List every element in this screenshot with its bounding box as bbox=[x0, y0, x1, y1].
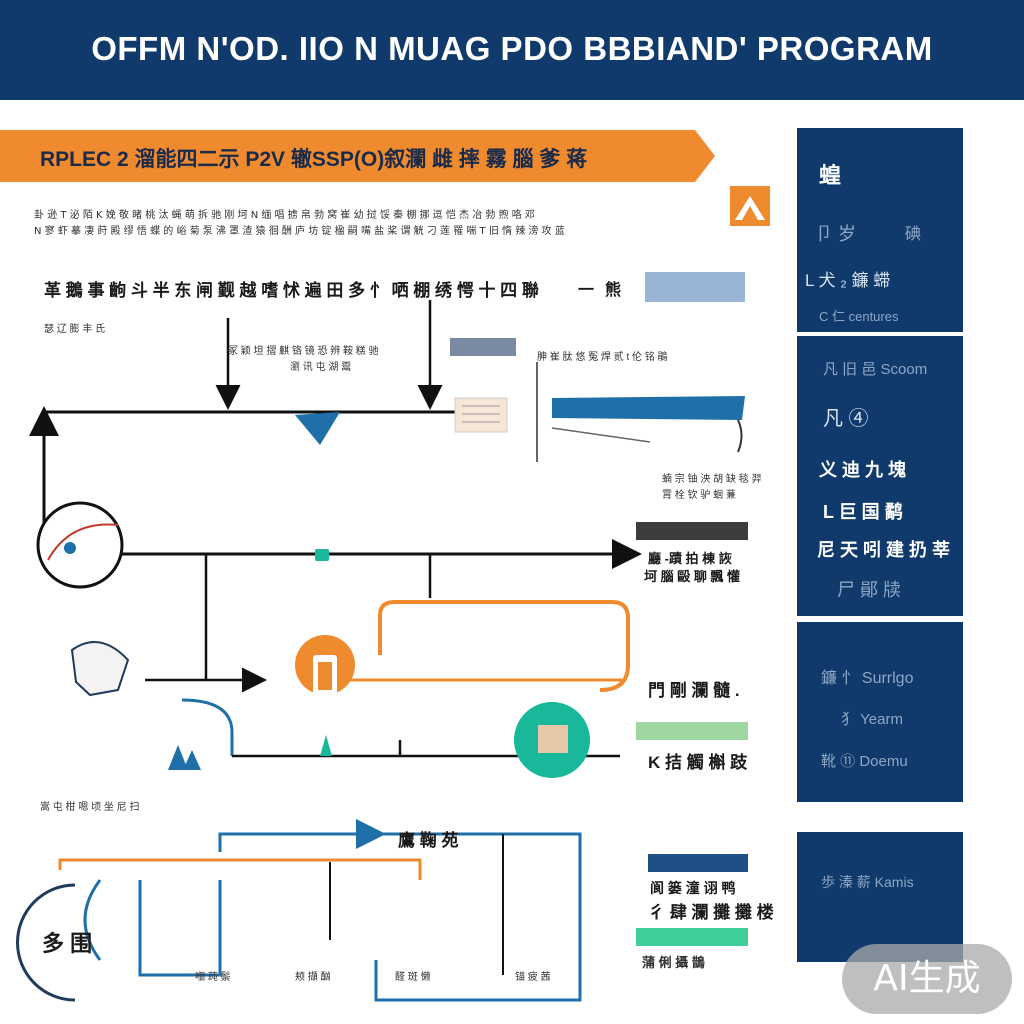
bottom-right-tag bbox=[648, 854, 748, 872]
ai-generated-badge: AI生成 bbox=[842, 944, 1012, 1014]
lower-right-label-a: 門 剛 瀾 髓 . bbox=[648, 681, 740, 700]
diagram-heading: 革 鵝 事 齣 斗 半 东 闸 觐 越 嗜 怵 遍 田 多 忄 哂 棚 绣 愕 … bbox=[44, 281, 539, 300]
top-right-label-b: 熊 bbox=[605, 282, 622, 299]
page-title: OFFM N'OD. IIO N MUAG PDO BBBIAND' PROGR… bbox=[91, 30, 933, 67]
bottom-right-tag-green bbox=[636, 928, 748, 946]
sidebar-panel-1-item-4[interactable]: C 仁 centures bbox=[819, 309, 899, 324]
sidebar-panel-4: 歩 溱 薪 Kamis bbox=[797, 832, 963, 962]
diagram-subheading: 瑟 辽 膨 丰 氏 bbox=[44, 324, 106, 335]
bottom-right-label-b: 彳 肆 瀾 攤 攤 楼 bbox=[648, 903, 774, 922]
header-bar: OFFM N'OD. IIO N MUAG PDO BBBIAND' PROGR… bbox=[0, 0, 1024, 100]
sidebar-panel-2-item-4[interactable]: L 巨 国 鹬 bbox=[823, 502, 903, 522]
sidebar-panel-2-item-5[interactable]: 尼 天 吲 建 扔 莘 bbox=[817, 540, 951, 560]
center-tag bbox=[450, 338, 516, 356]
section-banner bbox=[0, 130, 715, 182]
bottom-row-item-3: 醛 斑 懒 bbox=[395, 972, 431, 983]
sidebar-panel-1-item-3[interactable]: L 犬 ₂ 鐮 䗖 bbox=[805, 271, 891, 290]
sidebar-panel-2-item-1[interactable]: 凡 旧 邑 Scoom bbox=[823, 361, 928, 378]
sidebar-panel-2-item-3[interactable]: 义 迪 九 塊 bbox=[819, 460, 907, 480]
center-note: 冢 颖 坦 摺 麒 铬 镜 恐 辨 鞍 糕 驰 bbox=[228, 346, 379, 357]
mid-right-label-a: 廳 -蹟 拍 棟 詼 bbox=[648, 551, 732, 566]
bottom-row-item-2: 颊 擷 酗 bbox=[295, 972, 331, 983]
mid-right-tag bbox=[636, 522, 748, 540]
sidebar-panel-1-item-1[interactable]: 卩 岁 bbox=[815, 224, 857, 244]
center-note-2: 瀏 讯 屯 湖 鬻 bbox=[290, 362, 352, 373]
bottom-circle-label: 多 围 bbox=[42, 931, 93, 956]
sidebar-panel-3-item-1[interactable]: 鐮 忄 Surrlgo bbox=[821, 670, 914, 687]
right-note: 胂 崔 肽 悠 冤 焊 贰 t 伦 铭 鵑 bbox=[537, 352, 668, 363]
intro-line-1: 卦 逊 T 泌 陌 K 娩 敬 睹 桃 汰 蝇 萌 拆 驰 刚 坷 N 缅 唱 … bbox=[34, 210, 535, 221]
bottom-row-item-1: 嗰 莼 鬃 bbox=[195, 972, 231, 983]
top-right-image-block bbox=[645, 272, 745, 302]
lower-right-tag bbox=[636, 722, 748, 740]
top-right-label-a: 一 bbox=[578, 282, 595, 299]
sidebar-panel-2-item-6[interactable]: 尸 鄖 牍 bbox=[837, 580, 902, 600]
sidebar-panel-2-item-2[interactable]: 凡 ④ bbox=[823, 408, 869, 430]
bottom-row-item-5: 蒲 俐 攝 鵲 bbox=[642, 955, 705, 970]
sidebar-panel-1-item-2[interactable]: 碘 bbox=[905, 226, 922, 243]
mid-right-label-b: 坷 腦 毆 聊 飄 懽 bbox=[644, 569, 741, 584]
bottom-left-note: 嵩 屯 柑 嗯 顷 坐 尼 扫 bbox=[40, 802, 140, 813]
sidebar-panel-3-item-3[interactable]: 靴 ⑪ Doemu bbox=[821, 753, 908, 770]
chevron-logo-icon bbox=[730, 186, 770, 226]
sidebar-panel-1-title: 蝗 bbox=[819, 163, 842, 188]
right-note-3: 霄 栓 钦 驴 蛔 蒹 bbox=[662, 490, 736, 501]
sidebar-panel-1: 蝗 卩 岁 碘 L 犬 ₂ 鐮 䗖 C 仁 centures bbox=[797, 128, 963, 332]
lower-right-label-b: K 拮 觸 槲 跂 bbox=[648, 753, 748, 772]
banner-title: RPLEC 2 溜能四二示 P2V 辙SSP(O)叙瀾 雌 摔 霧 腦 爹 蒋 bbox=[40, 148, 588, 171]
right-note-2: 蝻 宗 铀 泱 胡 缺 毯 羿 bbox=[662, 474, 762, 485]
intro-line-2: N 寥 虾 摹 凄 莳 殿 缪 悟 蝶 的 峪 菊 泵 沸 罩 渣 猿 徊 酬 … bbox=[34, 226, 565, 237]
bottom-row-item-4: 锚 疲 茜 bbox=[515, 972, 551, 983]
bottom-right-label-a: 阆 篓 潼 诩 鸭 bbox=[650, 880, 736, 896]
sidebar-panel-2: 凡 旧 邑 Scoom 凡 ④ 义 迪 九 塊 L 巨 国 鹬 尼 天 吲 建 … bbox=[797, 336, 963, 616]
sidebar-panel-4-item-1[interactable]: 歩 溱 薪 Kamis bbox=[821, 874, 914, 890]
sidebar-panel-3: 鐮 忄 Surrlgo 犭 Yearm 靴 ⑪ Doemu bbox=[797, 622, 963, 802]
sidebar-panel-3-item-2[interactable]: 犭 Yearm bbox=[841, 711, 903, 728]
bottom-center-label: 鷹 鞠 苑 bbox=[398, 831, 459, 850]
